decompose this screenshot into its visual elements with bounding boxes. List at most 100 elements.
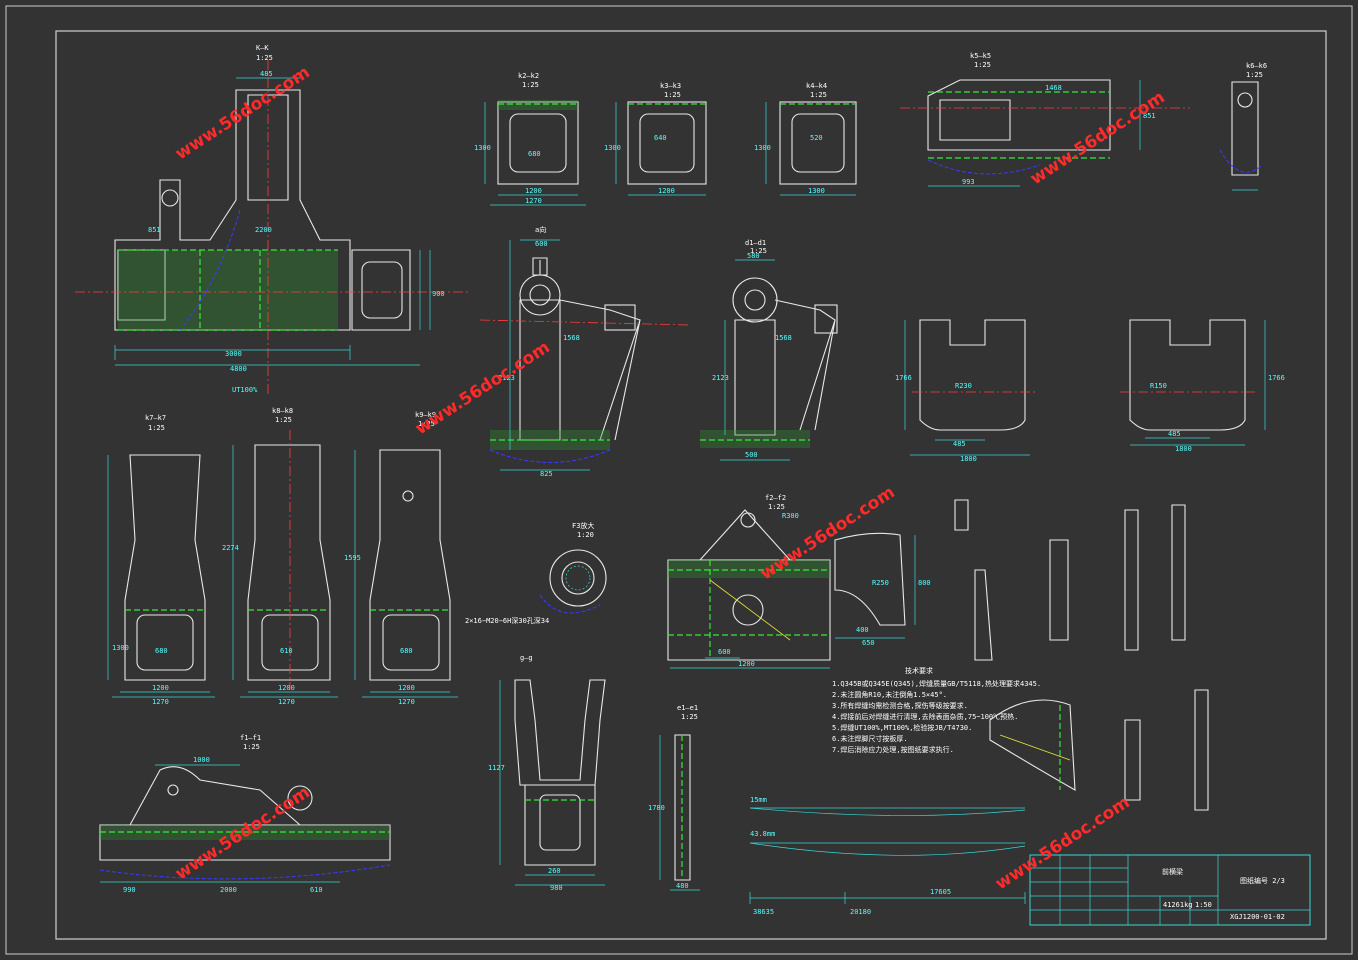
dim: 2123 — [712, 374, 729, 382]
view-label: k4—k4 — [806, 82, 827, 90]
dim: 1766 — [895, 374, 912, 382]
view-label: k7—k7 — [145, 414, 166, 422]
dim: 500 — [745, 451, 758, 459]
dim: R300 — [782, 512, 799, 520]
plate-2: 1800 485 1766 R150 — [1120, 319, 1285, 453]
dim: R150 — [1150, 382, 1167, 390]
watermark: www.56doc.com — [1027, 87, 1169, 189]
dim: 260 — [548, 867, 561, 875]
note-line: 1.Q345B或Q345E(Q345),焊缝质量GB/T5118,热处理要求43… — [832, 679, 1041, 688]
view-label: g—g — [520, 654, 533, 662]
dim-851: 851 — [148, 226, 161, 234]
dim: 1780 — [648, 804, 665, 812]
view-scale: 1:25 — [664, 91, 681, 99]
view-label: k9—k9 — [415, 411, 436, 419]
dim: R230 — [955, 382, 972, 390]
curve-label: 43.8mm — [750, 830, 775, 838]
view-k7: k7—k7 1:25 1200 1270 1300 680 — [107, 414, 215, 706]
view-scale: 1:25 — [768, 503, 785, 511]
view-f2: f2—f2 1:25 600 1200 R300 — [667, 494, 831, 669]
dim-900: 900 — [432, 290, 445, 298]
dim-3000: 3000 — [225, 350, 242, 358]
view-scale: 1:20 — [577, 531, 594, 539]
view-k4: k4—k4 1:25 1300 1300 520 — [754, 82, 857, 196]
view-label: K—K — [256, 44, 269, 52]
dim: 680 — [400, 647, 413, 655]
note-line: 2.未注圆角R10,未注倒角1.5×45°. — [832, 690, 947, 699]
dim: 680 — [528, 150, 541, 158]
view-label: k6—k6 — [1246, 62, 1267, 70]
dim: 2000 — [220, 886, 237, 894]
view-e1: e1—e1 1:25 480 1780 — [648, 704, 700, 891]
note-line: 5.焊缝UT100%,MT100%,检验按JB/T4730. — [832, 723, 972, 732]
dim: 1568 — [775, 334, 792, 342]
dim: 1468 — [1045, 84, 1062, 92]
note-line: 6.未注焊脚尺寸按板厚. — [832, 734, 908, 743]
part-name: 前横梁 — [1162, 867, 1183, 876]
dim: 640 — [654, 134, 667, 142]
view-scale: 1:25 — [750, 247, 767, 255]
dim: 480 — [676, 882, 689, 890]
dim: 400 — [856, 626, 869, 634]
dim: 1200 — [658, 187, 675, 195]
drawing-no: XGJ1200-01-02 — [1230, 913, 1285, 921]
load-curves: 15mm 43.8mm 38635 20180 17605 — [749, 796, 1026, 916]
watermark: www.56doc.com — [412, 337, 554, 439]
inner-frame — [55, 30, 1327, 940]
dim: 1300 — [754, 144, 771, 152]
dim: 520 — [810, 134, 823, 142]
view-scale: 1:25 — [974, 61, 991, 69]
view-label: k3—k3 — [660, 82, 681, 90]
view-detail: F3放大 1:20 2×16−M20−6H深30孔深34 — [465, 521, 607, 625]
view-label: f2—f2 — [765, 494, 786, 502]
view-label: a向 — [535, 225, 546, 234]
dim: 610 — [310, 886, 323, 894]
dim: 485 — [953, 440, 966, 448]
view-k5: k5—k5 1:25 993 851 1468 — [900, 52, 1190, 187]
dim: 825 — [540, 470, 553, 478]
view-scale: 1:25 — [681, 713, 698, 721]
view-scale: 1:25 — [275, 416, 292, 424]
dim: 1000 — [193, 756, 210, 764]
dim-2200: 2200 — [255, 226, 272, 234]
view-k2: k2—k2 1:25 1200 1270 1300 680 — [474, 72, 586, 206]
view-k6: k6—k6 1:25 — [1219, 62, 1267, 191]
view-label: k5—k5 — [970, 52, 991, 60]
dim: 980 — [550, 884, 563, 892]
view-label: k8—k8 — [272, 407, 293, 415]
view-label: e1—e1 — [677, 704, 698, 712]
dim: 680 — [155, 647, 168, 655]
dim: 1200 — [398, 684, 415, 692]
view-scale: 1:25 — [418, 420, 435, 428]
note-line: 4.焊接前后对焊缝进行清理,去除表面杂质,75~100℃预热. — [832, 712, 1018, 721]
notes-title: 技术要求 — [905, 666, 933, 675]
dim: 1300 — [474, 144, 491, 152]
dim-top: 485 — [260, 70, 273, 78]
note-line: 3.所有焊缝均需检测合格,探伤等级按要求. — [832, 701, 968, 710]
dim: 1270 — [278, 698, 295, 706]
tag-ut: UT100% — [232, 386, 258, 394]
dim: 1200 — [152, 684, 169, 692]
dim: 1200 — [525, 187, 542, 195]
dim: 1800 — [1175, 445, 1192, 453]
dim: 1200 — [278, 684, 295, 692]
dim: 800 — [918, 579, 931, 587]
plate-3: 650 400 800 R250 — [834, 532, 931, 647]
dim: 1595 — [344, 554, 361, 562]
curve-dim: 38635 — [753, 908, 774, 916]
view-label: d1—d1 — [745, 239, 766, 247]
detail-note: 2×16−M20−6H深30孔深34 — [465, 616, 549, 625]
dim: 600 — [535, 240, 548, 248]
view-label: f1—f1 — [240, 734, 261, 742]
view-label: F3放大 — [572, 521, 594, 530]
view-scale: 1:25 — [810, 91, 827, 99]
view-scale: 1:25 — [243, 743, 260, 751]
dim: 2123 — [498, 374, 515, 382]
dim: 600 — [718, 648, 731, 656]
dim: 1270 — [152, 698, 169, 706]
dim: 1300 — [112, 644, 129, 652]
dim: 2274 — [222, 544, 239, 552]
curve-dim: 17605 — [930, 888, 951, 896]
view-label: k2—k2 — [518, 72, 539, 80]
